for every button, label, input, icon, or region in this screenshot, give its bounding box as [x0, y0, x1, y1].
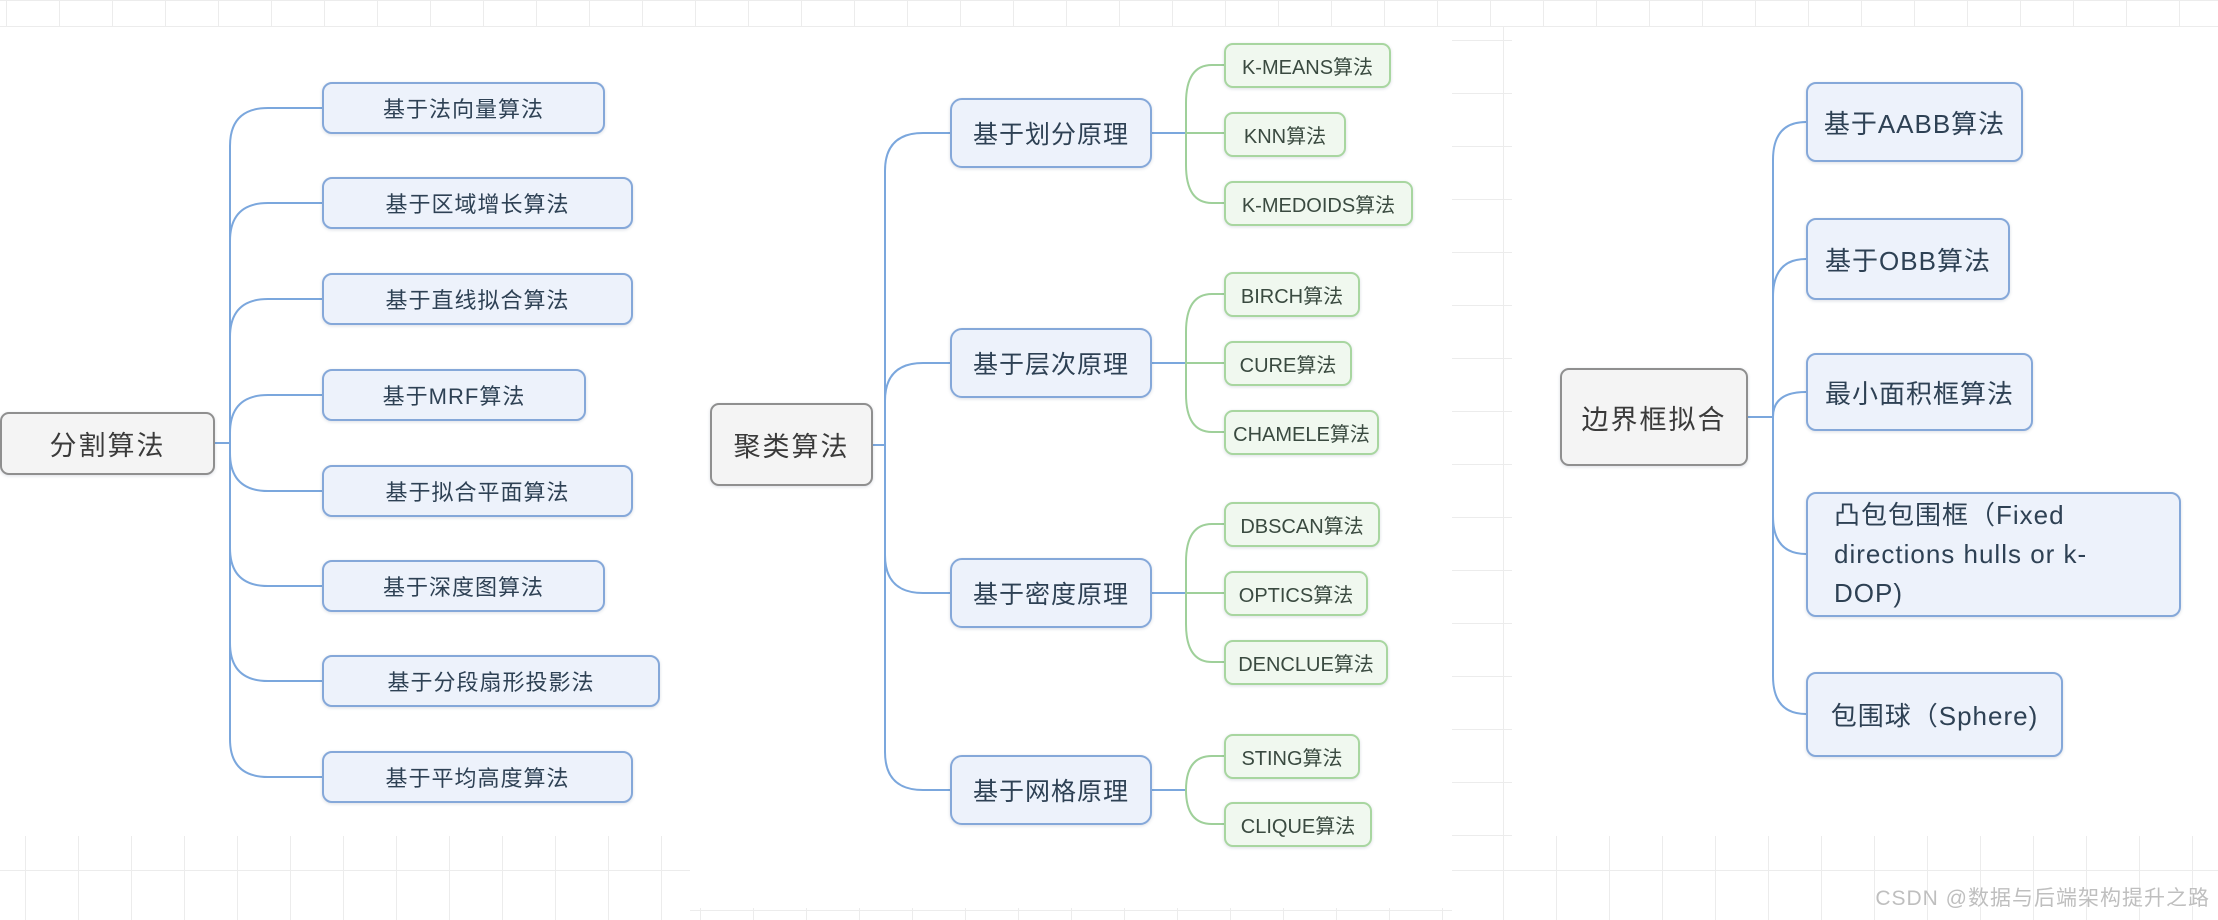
node-aabb[interactable]: 基于AABB算法 — [1806, 82, 2023, 162]
node-grid-principle[interactable]: 基于网格原理 — [950, 755, 1152, 825]
root-bounding-box-fitting[interactable]: 边界框拟合 — [1560, 368, 1748, 466]
canvas-grid-top — [0, 0, 2218, 27]
node-dbscan[interactable]: DBSCAN算法 — [1224, 502, 1380, 547]
node-denclue[interactable]: DENCLUE算法 — [1224, 640, 1388, 685]
csdn-watermark: CSDN @数据与后端架构提升之路 — [1875, 887, 2210, 910]
root-segmentation-algorithms[interactable]: 分割算法 — [0, 412, 215, 475]
node-chamele[interactable]: CHAMELE算法 — [1224, 410, 1379, 455]
node-mrf[interactable]: 基于MRF算法 — [322, 369, 586, 421]
node-bounding-sphere[interactable]: 包围球（Sphere) — [1806, 672, 2063, 757]
node-kmedoids[interactable]: K-MEDOIDS算法 — [1224, 181, 1413, 226]
node-cure[interactable]: CURE算法 — [1224, 341, 1352, 386]
node-min-area-box[interactable]: 最小面积框算法 — [1806, 353, 2033, 431]
root-clustering-algorithms[interactable]: 聚类算法 — [710, 403, 873, 486]
canvas-grid-bottom-left — [0, 836, 690, 920]
canvas-grid-bottom-right — [1452, 836, 2218, 920]
node-optics[interactable]: OPTICS算法 — [1224, 571, 1368, 616]
node-obb[interactable]: 基于OBB算法 — [1806, 218, 2010, 300]
node-average-height[interactable]: 基于平均高度算法 — [322, 751, 633, 803]
node-plane-fitting[interactable]: 基于拟合平面算法 — [322, 465, 633, 517]
node-sting[interactable]: STING算法 — [1224, 734, 1360, 779]
node-density-principle[interactable]: 基于密度原理 — [950, 558, 1152, 628]
node-region-growing[interactable]: 基于区域增长算法 — [322, 177, 633, 229]
node-convex-hull-kdop[interactable]: 凸包包围框（Fixed directions hulls or k-DOP) — [1806, 492, 2181, 617]
node-knn[interactable]: KNN算法 — [1224, 112, 1346, 157]
canvas-grid-bottom-middle — [690, 908, 1452, 920]
node-depth-map[interactable]: 基于深度图算法 — [322, 560, 605, 612]
node-clique[interactable]: CLIQUE算法 — [1224, 802, 1372, 847]
node-line-fitting[interactable]: 基于直线拟合算法 — [322, 273, 633, 325]
node-birch[interactable]: BIRCH算法 — [1224, 272, 1360, 317]
node-kmeans[interactable]: K-MEANS算法 — [1224, 43, 1391, 88]
node-partition-principle[interactable]: 基于划分原理 — [950, 98, 1152, 168]
node-hierarchy-principle[interactable]: 基于层次原理 — [950, 328, 1152, 398]
node-normal-vector[interactable]: 基于法向量算法 — [322, 82, 605, 134]
node-sector-projection[interactable]: 基于分段扇形投影法 — [322, 655, 660, 707]
canvas-grid-middle-strip — [1452, 26, 1512, 836]
